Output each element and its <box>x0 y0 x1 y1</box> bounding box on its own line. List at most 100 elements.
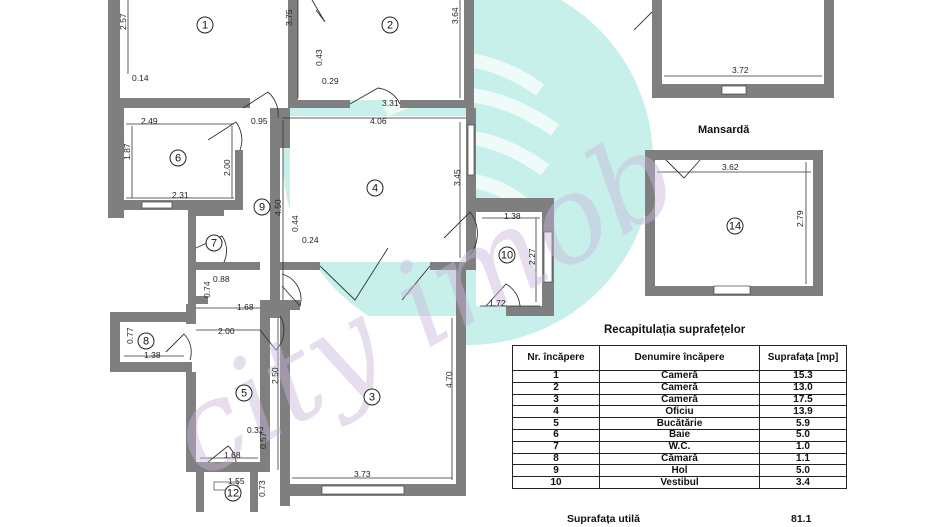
dimension-label: 3.31 <box>382 98 399 108</box>
room-name-cell: Cameră <box>599 381 760 395</box>
dimension-label: 0.43 <box>314 49 324 66</box>
dimension-label: 0.77 <box>125 327 135 344</box>
room-interiors <box>120 0 542 484</box>
room-area-cell: 5.0 <box>759 464 847 478</box>
dimension-label: 2.50 <box>270 367 280 384</box>
room-number-cell: 5 <box>512 417 600 430</box>
col-header-number: Nr. încăpere <box>512 345 600 371</box>
dimension-label: 0.44 <box>290 215 300 232</box>
room-marker-circle <box>363 388 381 406</box>
dimension-label: 2.57 <box>118 13 128 30</box>
room-number-label: 4 <box>372 183 378 195</box>
room-area-cell: 13.0 <box>759 381 847 395</box>
room-number-cell: 8 <box>512 452 600 466</box>
room-marker-circle <box>235 384 253 402</box>
room-marker-circle <box>169 149 187 167</box>
dimension-label: 2.31 <box>172 190 189 200</box>
dimension-label: 2.00 <box>218 326 235 336</box>
room-number-cell: 10 <box>512 476 600 489</box>
room-name-cell: Vestibul <box>599 476 760 489</box>
dimension-label: 0.88 <box>213 274 230 284</box>
summary-table: Nr. încăpere Denumire încăpere Suprafața… <box>512 345 847 489</box>
room-number-label: 6 <box>175 153 181 165</box>
room-number-label: 5 <box>241 388 247 400</box>
room-number-label: 12 <box>227 488 239 500</box>
total-area-label: Suprafața utilă <box>567 513 640 525</box>
col-header-area: Suprafața [mp] <box>759 345 847 371</box>
dimension-label: 0.57 <box>258 432 268 449</box>
total-area-value: 81.1 <box>791 513 812 525</box>
dimension-label: 0.32 <box>247 425 264 435</box>
dimension-label: 0.29 <box>322 76 339 86</box>
room-name-cell: Cameră <box>599 370 760 383</box>
room-name-cell: W.C. <box>599 440 760 454</box>
dimension-label: 4.06 <box>370 116 387 126</box>
dimension-lines <box>124 0 540 480</box>
dimension-label: 1.68 <box>237 302 254 312</box>
dimension-label: 3.64 <box>450 7 460 24</box>
room-number-cell: 7 <box>512 440 600 454</box>
room-marker-circle <box>381 16 399 34</box>
room-marker-circle <box>224 484 242 502</box>
dimension-label: 0.24 <box>302 235 319 245</box>
room-number-label: 2 <box>387 20 393 32</box>
room-area-cell: 13.9 <box>759 405 847 419</box>
room-area-cell: 3.4 <box>759 476 847 489</box>
dimension-label: 3.75 <box>284 9 294 26</box>
summary-header-row: Nr. încăpere Denumire încăpere Suprafața… <box>512 345 847 371</box>
room-name-cell: Bucătărie <box>599 417 760 430</box>
room-area-cell: 5.9 <box>759 417 847 430</box>
room-name-cell: Oficiu <box>599 405 760 419</box>
doors <box>165 0 521 463</box>
room-marker-circle <box>366 179 384 197</box>
room-marker-circle <box>498 246 516 264</box>
dimension-label: 0.73 <box>257 480 267 497</box>
room-number-cell: 4 <box>512 405 600 419</box>
room-number-cell: 1 <box>512 370 600 383</box>
room-marker-circle <box>205 234 223 252</box>
dimension-label: 3.62 <box>722 162 739 172</box>
dimension-label: 3.73 <box>354 469 371 479</box>
room-marker-circle <box>253 198 271 216</box>
room-area-cell: 17.5 <box>759 393 847 407</box>
room-number-cell: 3 <box>512 393 600 407</box>
dimension-label: 0.14 <box>132 73 149 83</box>
windows <box>141 124 553 495</box>
room-number-label: 14 <box>729 221 741 233</box>
room-number-cell: 9 <box>512 464 600 478</box>
room-name-cell: Cameră <box>599 393 760 407</box>
dimension-label: 1.38 <box>504 211 521 221</box>
col-header-name: Denumire încăpere <box>599 345 760 371</box>
dimension-label: 2.27 <box>527 248 537 265</box>
dimension-label: 4.70 <box>444 371 454 388</box>
room-area-cell: 1.1 <box>759 452 847 466</box>
room-name-cell: Cămară <box>599 452 760 466</box>
dimension-label: 4.50 <box>273 199 283 216</box>
room-marker-circle <box>137 332 155 350</box>
dimension-label: 1.87 <box>122 143 132 160</box>
room-name-cell: Hol <box>599 464 760 478</box>
room-number-label: 9 <box>259 202 265 214</box>
mansarda-title: Mansardă <box>698 124 750 136</box>
room-number-label: 10 <box>501 250 513 262</box>
room-number-cell: 2 <box>512 381 600 395</box>
room-number-label: 7 <box>211 238 217 250</box>
summary-title: Recapitulația suprafețelor <box>604 324 746 336</box>
dimension-label: 3.45 <box>452 169 462 186</box>
room-area-cell: 1.0 <box>759 440 847 454</box>
room-number-cell: 6 <box>512 428 600 442</box>
room-number-label: 8 <box>143 336 149 348</box>
dimension-label: 2.49 <box>141 116 158 126</box>
room-marker-circle <box>196 16 214 34</box>
room-name-cell: Baie <box>599 428 760 442</box>
